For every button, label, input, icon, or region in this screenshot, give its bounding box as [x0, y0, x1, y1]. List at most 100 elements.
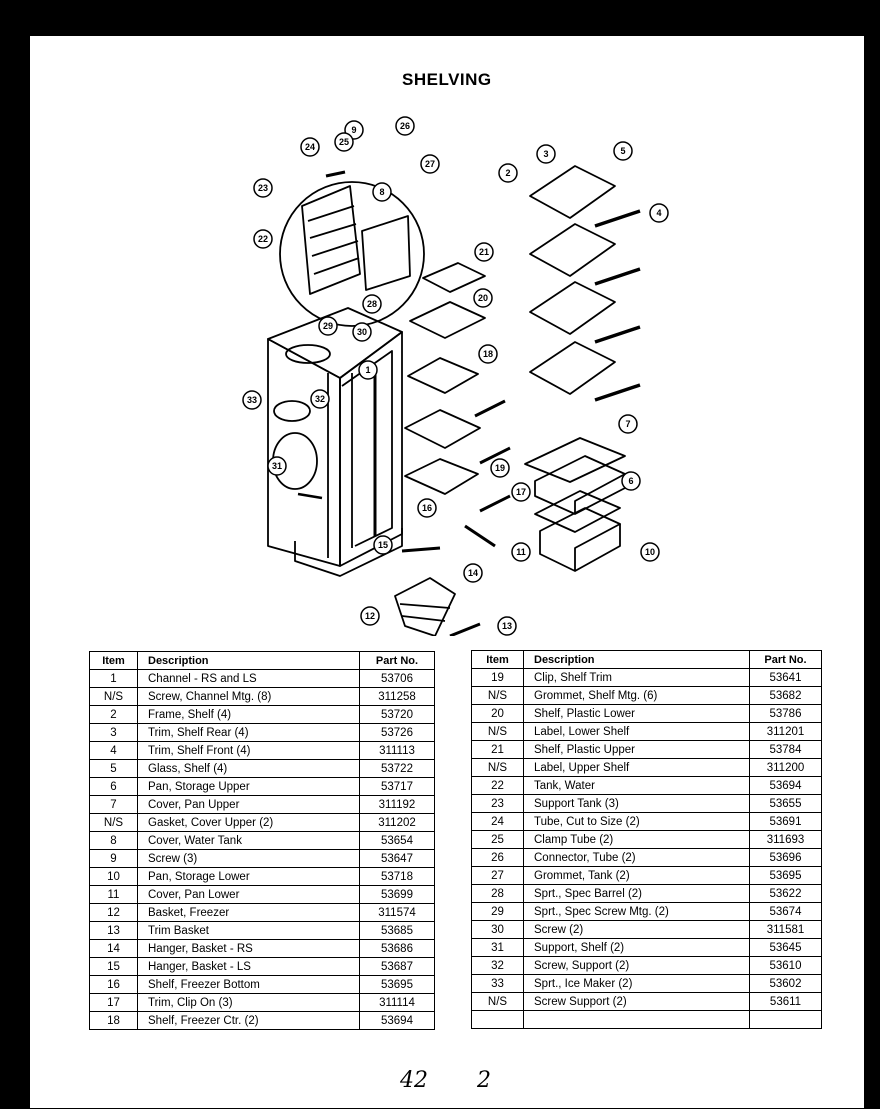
item-cell: 8	[89, 831, 138, 850]
item-cell: 2	[89, 705, 138, 724]
item-cell: 26	[471, 848, 524, 867]
callout-30: 30	[352, 322, 372, 342]
callout-label: 3	[543, 149, 548, 159]
part-number-cell: 311113	[359, 741, 435, 760]
part-number-cell: 53691	[749, 812, 822, 831]
part-number-cell: 311574	[359, 903, 435, 922]
callout-label: 30	[357, 327, 367, 337]
item-cell: 21	[471, 740, 524, 759]
callout-33: 33	[242, 390, 262, 410]
handwritten-mark: 2	[477, 1068, 491, 1093]
callout-29: 29	[318, 316, 338, 336]
callout-27: 27	[420, 154, 440, 174]
item-cell	[471, 1010, 524, 1029]
callout-label: 29	[323, 321, 333, 331]
item-cell: 18	[89, 1011, 138, 1030]
part-number-cell: 53695	[359, 975, 435, 994]
callout-label: 31	[272, 461, 282, 471]
header-part-no: Part No.	[359, 651, 435, 670]
description-cell: Shelf, Plastic Upper	[523, 740, 750, 759]
description-cell: Hanger, Basket - RS	[137, 939, 360, 958]
part-number-cell: 53694	[749, 776, 822, 795]
description-cell: Label, Upper Shelf	[523, 758, 750, 777]
callout-label: 33	[247, 395, 257, 405]
item-cell: 19	[471, 668, 524, 687]
description-cell: Screw, Support (2)	[523, 956, 750, 975]
part-number-cell: 53686	[359, 939, 435, 958]
item-cell: N/S	[89, 687, 138, 706]
description-cell: Trim Basket	[137, 921, 360, 940]
callout-4: 4	[649, 203, 669, 223]
part-number-cell: 53717	[359, 777, 435, 796]
callout-2: 2	[498, 163, 518, 183]
item-cell: N/S	[471, 686, 524, 705]
description-cell: Pan, Storage Upper	[137, 777, 360, 796]
callout-20: 20	[473, 288, 493, 308]
callout-3: 3	[536, 144, 556, 164]
callout-label: 1	[365, 365, 370, 375]
freezer-basket	[394, 524, 496, 636]
callout-17: 17	[511, 482, 531, 502]
table-header-row: Item Description Part No.	[471, 650, 822, 669]
item-cell: 9	[89, 849, 138, 868]
callout-label: 16	[422, 503, 432, 513]
callout-5: 5	[613, 141, 633, 161]
item-cell: 25	[471, 830, 524, 849]
callout-13: 13	[497, 616, 517, 636]
callout-label: 15	[378, 540, 388, 550]
description-cell: Sprt., Spec Screw Mtg. (2)	[523, 902, 750, 921]
callout-16: 16	[417, 498, 437, 518]
glass-shelves	[529, 165, 641, 402]
callout-22: 22	[253, 229, 273, 249]
item-cell: 4	[89, 741, 138, 760]
callout-label: 2	[505, 168, 510, 178]
part-number-cell: 53718	[359, 867, 435, 886]
item-cell: 33	[471, 974, 524, 993]
description-cell: Tube, Cut to Size (2)	[523, 812, 750, 831]
callout-label: 28	[367, 299, 377, 309]
description-cell: Label, Lower Shelf	[523, 722, 750, 741]
description-cell	[523, 1010, 750, 1029]
part-number-cell: 53622	[749, 884, 822, 903]
callout-11: 11	[511, 542, 531, 562]
part-number-cell: 53655	[749, 794, 822, 813]
description-cell: Screw, Channel Mtg. (8)	[137, 687, 360, 706]
header-part-no: Part No.	[749, 650, 822, 669]
callout-label: 32	[315, 394, 325, 404]
header-item: Item	[471, 650, 524, 669]
part-number-cell: 53722	[359, 759, 435, 778]
description-cell: Connector, Tube (2)	[523, 848, 750, 867]
item-cell: 13	[89, 921, 138, 940]
water-tank-detail	[279, 170, 425, 327]
description-cell: Pan, Storage Lower	[137, 867, 360, 886]
part-number-cell: 53645	[749, 938, 822, 957]
item-cell: 11	[89, 885, 138, 904]
description-cell: Gasket, Cover Upper (2)	[137, 813, 360, 832]
item-cell: 32	[471, 956, 524, 975]
callout-label: 24	[305, 142, 315, 152]
part-number-cell: 53694	[359, 1011, 435, 1030]
part-number-cell: 53647	[359, 849, 435, 868]
part-number-cell: 53726	[359, 723, 435, 742]
header-description: Description	[523, 650, 750, 669]
part-number-cell	[749, 1010, 822, 1029]
callout-24: 24	[300, 137, 320, 157]
part-number-cell: 53610	[749, 956, 822, 975]
